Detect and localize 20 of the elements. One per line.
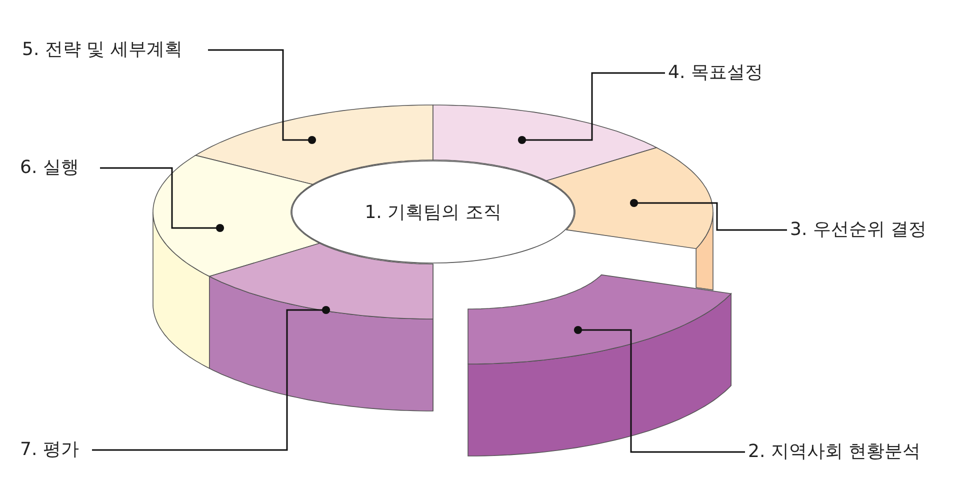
donut-segment (152, 154, 321, 370)
donut-segment (468, 274, 732, 456)
leader-line (574, 326, 745, 453)
step-label: 2. 지역사회 현황분석 (748, 440, 921, 464)
node-label: 1. 기획팀의 조직 (364, 200, 502, 224)
center-ellipse (291, 160, 575, 264)
leader-line (518, 72, 665, 144)
step-label: 4. 목표설정 (668, 61, 763, 85)
step-label: 7. 평가 (20, 438, 79, 462)
step-label: 5. 전략 및 세부계획 (22, 38, 182, 62)
leader-line (100, 167, 224, 232)
leader-line (92, 306, 330, 451)
leader-line (630, 198, 787, 231)
leader-line (208, 49, 316, 144)
step-label: 6. 실행 (20, 156, 79, 180)
donut-segment (432, 104, 658, 182)
donut-segment (545, 147, 714, 290)
donut-segment (194, 104, 434, 185)
donut-segment (208, 242, 434, 412)
step-label: 3. 우선순위 결정 (790, 218, 927, 242)
